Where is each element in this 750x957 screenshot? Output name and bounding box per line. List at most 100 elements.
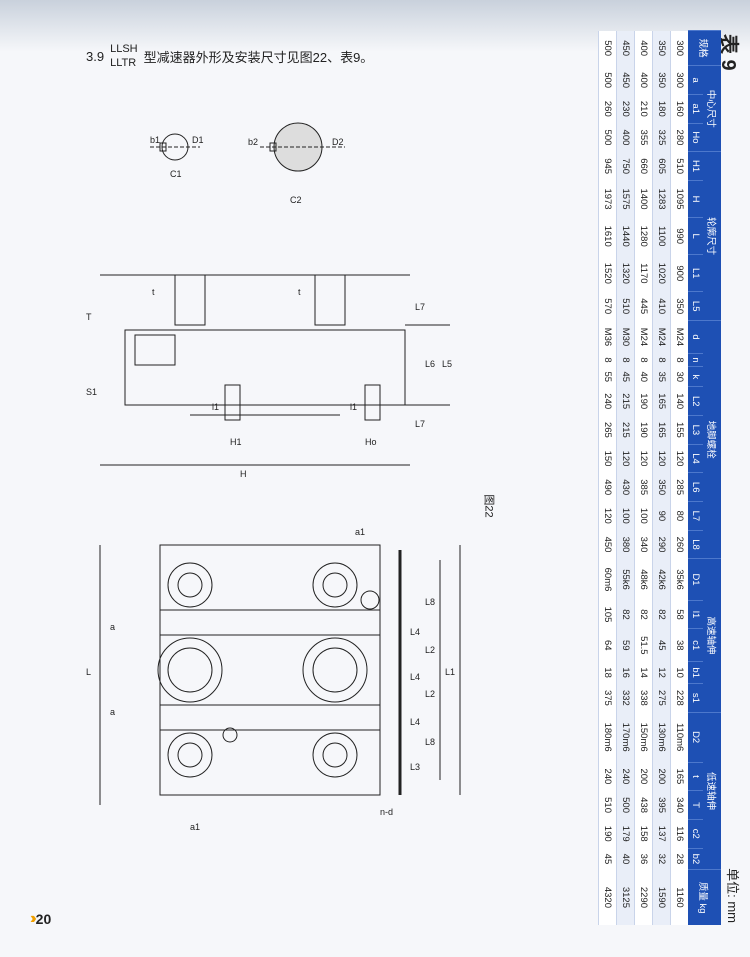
table-cell: 490: [598, 472, 617, 502]
table-cell: 1160: [670, 869, 688, 925]
label-l1-right: l1: [350, 402, 357, 412]
table-cell: 45: [598, 848, 617, 870]
table-cell: 40: [616, 848, 635, 870]
table-cell: 14: [634, 661, 653, 684]
table-cell: 1973: [598, 180, 617, 218]
col-l1-shaft: l1: [688, 600, 703, 629]
table-9-rotated: 表 9 单位: mm 规格 中心尺寸 轮廓尺寸 地脚螺栓 高速轴伸 低速轴伸 质…: [545, 30, 745, 925]
plan-view: a1 L a a L8 L4 L2 L4 L2 L4 L8 L3 L1 n-d …: [86, 527, 461, 832]
table-cell: 450: [616, 30, 635, 66]
table-cell: 90: [652, 501, 671, 531]
table-cell: 385: [634, 472, 653, 502]
table-cell: 200: [634, 762, 653, 791]
table-cell: 180m6: [598, 712, 617, 763]
label-l6: L6: [425, 359, 435, 369]
section-heading: 3.9 LLSH LLTR 型减速器外形及安装尺寸见图22、表9。: [86, 42, 373, 70]
table-cell: M24: [652, 320, 671, 354]
table-cell: 35k6: [670, 558, 688, 601]
table-cell: 179: [616, 819, 635, 849]
col-l2: L2: [688, 386, 703, 416]
table-cell: 140: [670, 386, 688, 416]
table-cell: 3125: [616, 869, 635, 925]
table-cell: 190: [634, 415, 653, 445]
table-cell: 120: [598, 501, 617, 531]
table-cell: 570: [598, 291, 617, 321]
table-cell: 170m6: [616, 712, 635, 763]
label-T: T: [86, 312, 92, 322]
table-cell: 350: [652, 65, 671, 95]
table-cell: 215: [616, 415, 635, 445]
col-h1: H1: [688, 151, 703, 181]
table-cell: M30: [616, 320, 635, 354]
label-h1: H1: [230, 437, 242, 447]
label-l3: L3: [410, 762, 420, 772]
table-cell: 120: [670, 444, 688, 473]
label-l2-1: L2: [425, 645, 435, 655]
table-header-row: a a1 Ho H1 H L L1 L5 d n k L2 L3 L4 L6 L…: [688, 31, 703, 926]
technical-drawing: b1 D1 C1 b2 D2 C2 S1 T t: [86, 122, 461, 832]
table-cell: 1020: [652, 254, 671, 292]
table-cell: 28: [670, 848, 688, 870]
table-cell: 160: [670, 94, 688, 124]
table-cell: 300: [670, 30, 688, 66]
table-cell: 1400: [634, 180, 653, 218]
label-l1-left: l1: [212, 402, 219, 412]
table-cell: 430: [616, 472, 635, 502]
group-foot-bolt: 地脚螺栓: [703, 320, 721, 559]
table-cell: 165: [652, 415, 671, 445]
dimension-table: 规格 中心尺寸 轮廓尺寸 地脚螺栓 高速轴伸 低速轴伸 质量 kg a a1 H…: [598, 30, 721, 925]
label-l7-top: L7: [415, 302, 425, 312]
table-cell: 340: [670, 790, 688, 820]
table-cell: 605: [652, 151, 671, 181]
table-unit: 单位: mm: [725, 868, 740, 923]
label-a-bottom: a: [110, 707, 115, 717]
table-cell: 120: [634, 444, 653, 473]
label-t-right: t: [298, 287, 301, 297]
table-cell: 1520: [598, 254, 617, 292]
col-spec: 规格: [688, 30, 721, 66]
table-cell: 80: [670, 501, 688, 531]
table-cell: 42k6: [652, 558, 671, 601]
table-cell: 900: [670, 254, 688, 292]
label-l1: L1: [445, 667, 455, 677]
group-low-speed-shaft: 低速轴伸: [703, 712, 721, 870]
table-cell: 230: [616, 94, 635, 124]
table-cell: 45: [652, 628, 671, 662]
table-cell: 130m6: [652, 712, 671, 763]
col-d: d: [688, 320, 703, 354]
table-cell: 165: [652, 386, 671, 416]
col-T: T: [688, 790, 703, 820]
table-cell: 1575: [616, 180, 635, 218]
table-cell: 510: [598, 790, 617, 820]
table-cell: 82: [652, 600, 671, 629]
col-n: n: [688, 353, 703, 367]
table-cell: 55k6: [616, 558, 635, 601]
table-cell: 116: [670, 819, 688, 849]
label-ho: Ho: [365, 437, 377, 447]
table-cell: 500: [598, 30, 617, 66]
col-l5: L5: [688, 291, 703, 321]
table-cell: 58: [670, 600, 688, 629]
table-cell: 4320: [598, 869, 617, 925]
table-cell: 340: [634, 530, 653, 559]
label-b1: b1: [150, 135, 160, 145]
table-cell: 16: [616, 661, 635, 684]
col-l8: L8: [688, 530, 703, 559]
label-d2: D2: [332, 137, 344, 147]
table-cell: 240: [598, 762, 617, 791]
side-view: S1 T t t L7 L6 L5 L7 l1 l1 H1 Ho H: [86, 274, 452, 479]
table-cell: 100: [616, 501, 635, 531]
table-cell: 51.5: [634, 628, 653, 662]
table-cell: 190: [598, 819, 617, 849]
table-cell: 158: [634, 819, 653, 849]
table-cell: 500: [598, 123, 617, 152]
label-s1: S1: [86, 387, 97, 397]
model-code-bottom: LLTR: [110, 57, 137, 69]
label-h: H: [240, 469, 247, 479]
table-cell: 55: [598, 366, 617, 387]
label-c2: C2: [290, 195, 302, 205]
section-number: 3.9: [86, 48, 105, 64]
table-cell: 59: [616, 628, 635, 662]
table-cell: 8: [634, 353, 653, 367]
table-cell: 510: [616, 291, 635, 321]
